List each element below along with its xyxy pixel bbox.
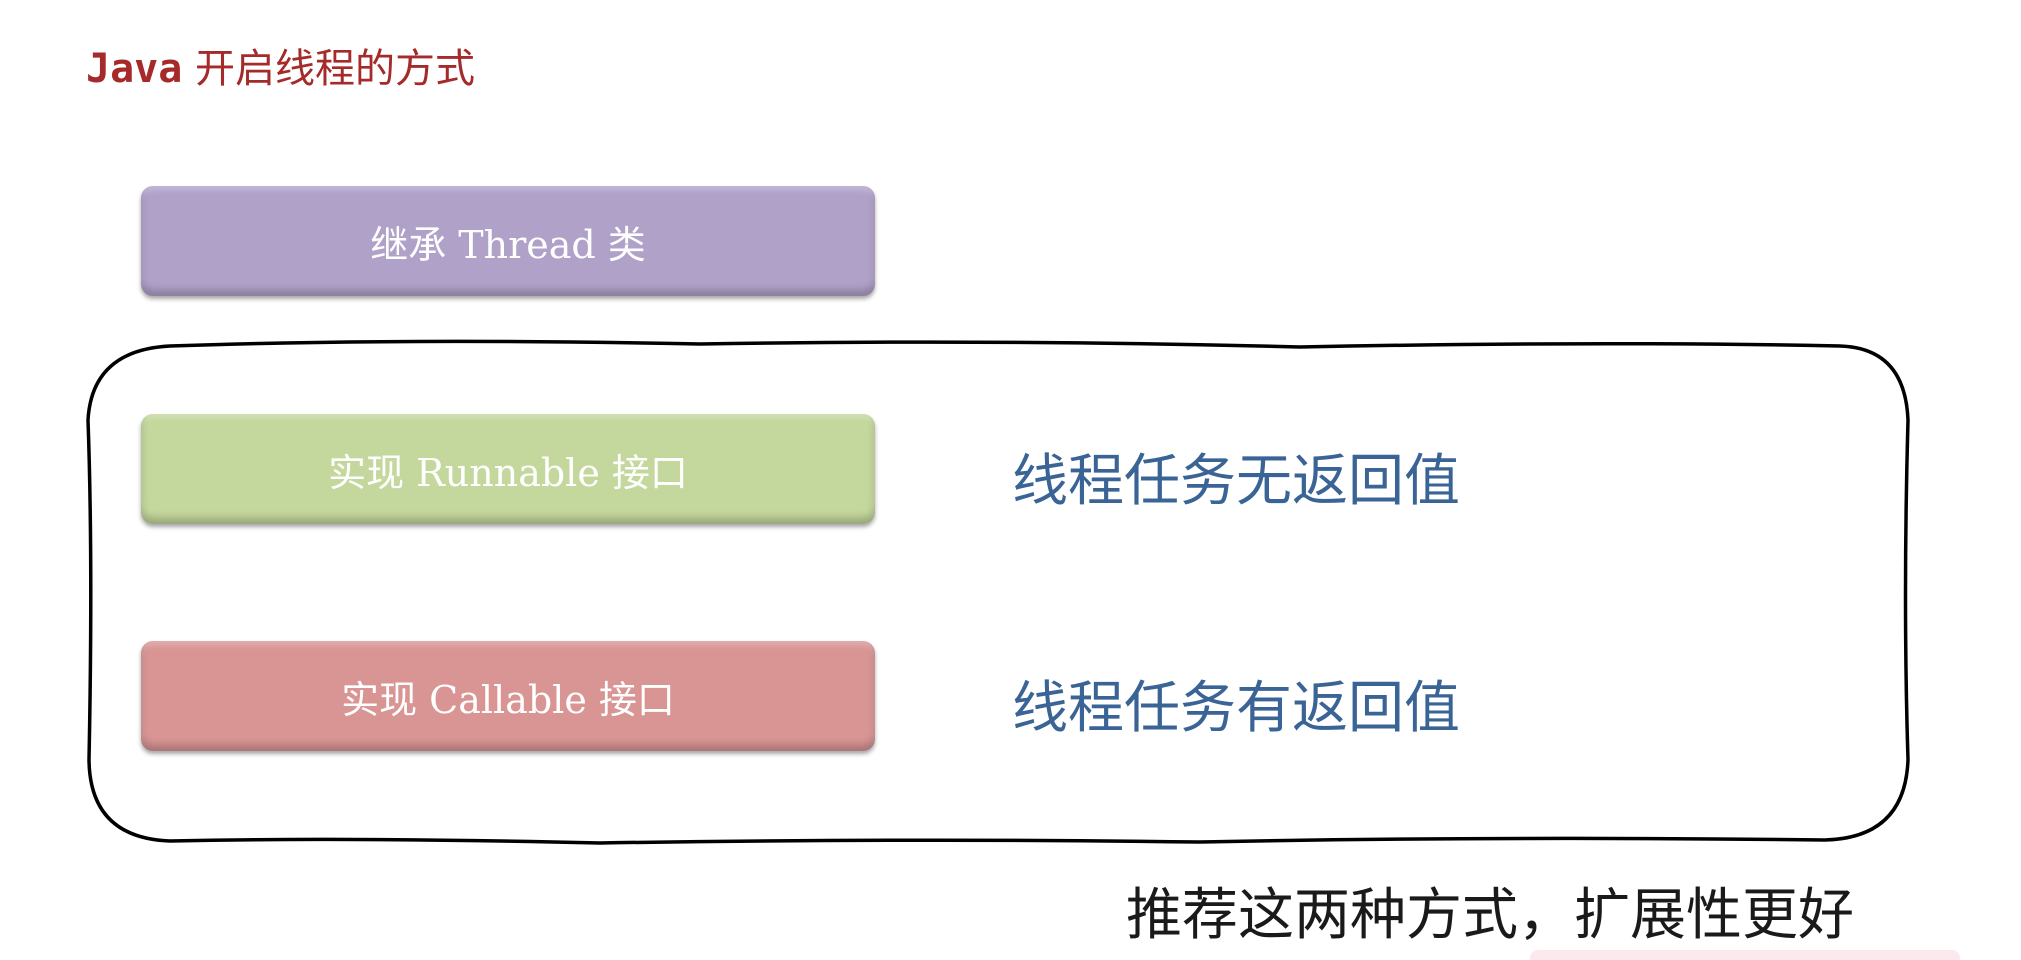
method-thread-box: 继承 Thread 类 (141, 186, 875, 296)
method-callable-box: 实现 Callable 接口 (141, 641, 875, 751)
title-text: 开启线程的方式 (195, 46, 476, 92)
callable-note: 线程任务有返回值 (1012, 676, 1460, 741)
method-runnable-box: 实现 Runnable 接口 (141, 414, 875, 524)
method-thread-label: 继承 Thread 类 (370, 222, 646, 267)
corner-decoration (1530, 950, 1960, 960)
method-callable-label: 实现 Callable 接口 (341, 677, 675, 722)
title-code: Java (86, 46, 183, 92)
method-runnable-label: 实现 Runnable 接口 (328, 450, 688, 495)
runnable-note: 线程任务无返回值 (1012, 449, 1460, 514)
page-title: Java 开启线程的方式 (86, 36, 475, 94)
recommendation-text: 推荐这两种方式，扩展性更好 (1126, 883, 1854, 948)
